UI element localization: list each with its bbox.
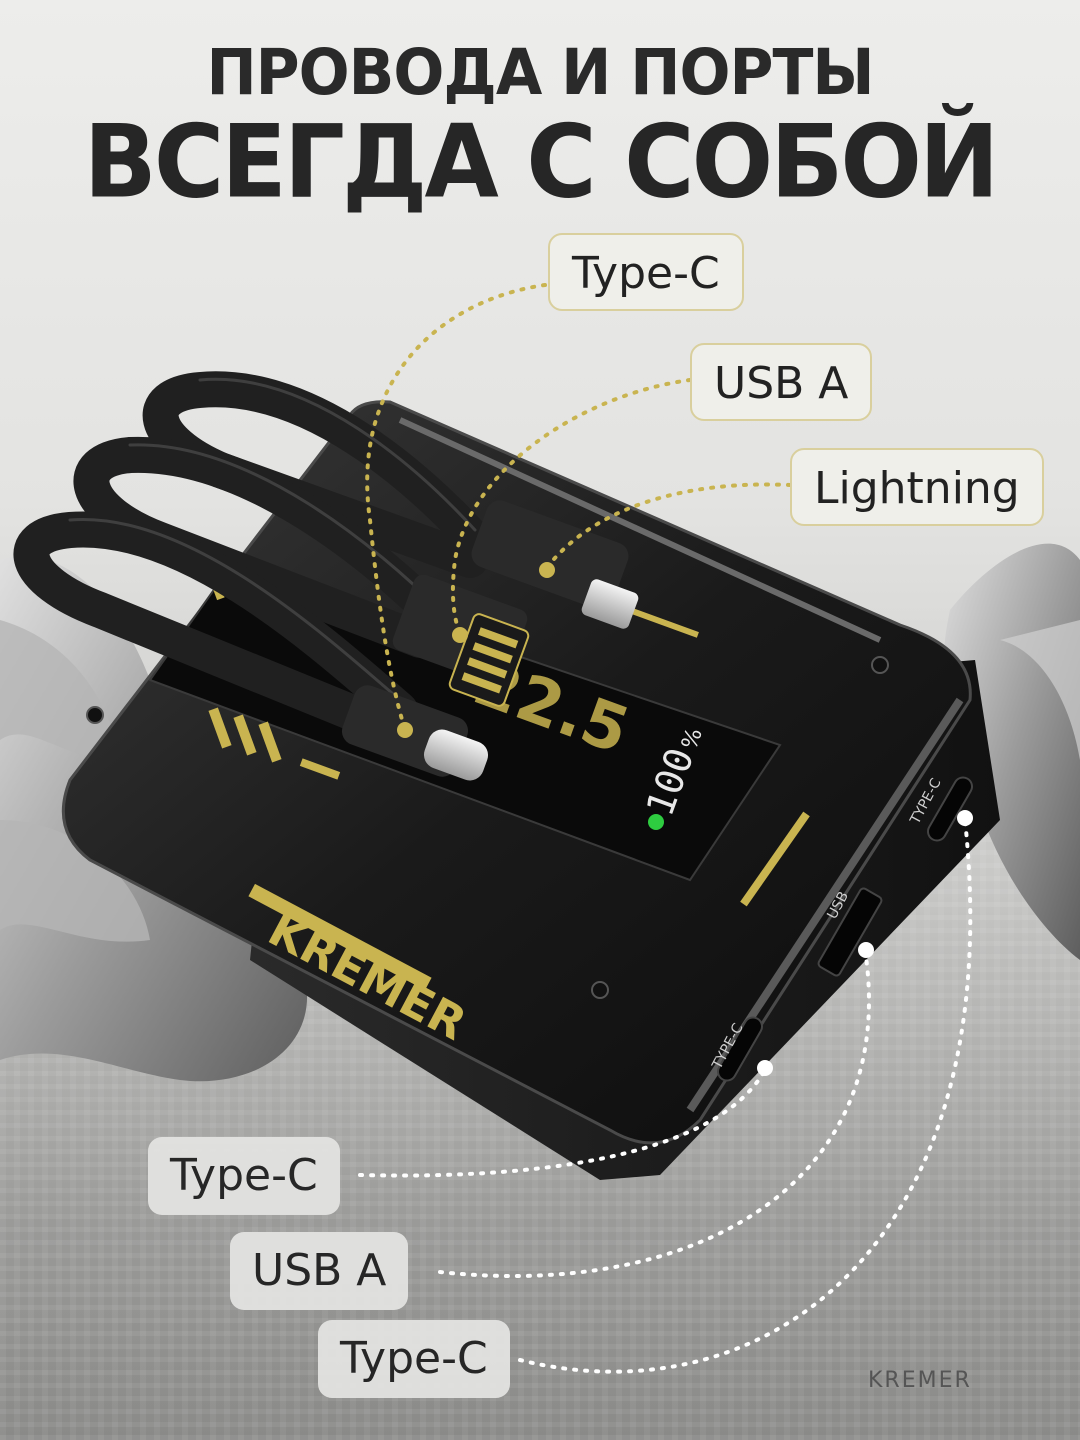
type-c-port-top-icon (927, 776, 973, 842)
label-cable-lightning: Lightning (790, 448, 1044, 526)
callout-dots-cables (397, 562, 555, 738)
charging-indicator-icon (648, 814, 664, 830)
left-hand-fingers (0, 620, 150, 942)
headline-line-1: ПРОВОДА И ПОРТЫ (206, 36, 874, 110)
usb-a-port-icon (817, 887, 883, 977)
brand-watermark: KREMER (868, 1368, 972, 1393)
label-port-usb-a: USB A (230, 1232, 409, 1310)
callout-lines-cables (365, 283, 792, 732)
label-cable-type-c: Type-C (548, 233, 744, 311)
side-ports (717, 776, 973, 1082)
label-port-type-c-2: Type-C (318, 1320, 510, 1398)
lightning-connector-icon (471, 500, 639, 629)
cables (13, 371, 493, 738)
headline-line-2: ВСЕГДА С СОБОЙ (83, 103, 1000, 221)
callout-dots-ports (757, 810, 973, 1076)
label-cable-usb-a: USB A (690, 343, 873, 421)
label-port-type-c-1: Type-C (148, 1137, 340, 1215)
callout-lines-ports (358, 818, 973, 1374)
type-c-port-bottom-icon (717, 1016, 763, 1082)
